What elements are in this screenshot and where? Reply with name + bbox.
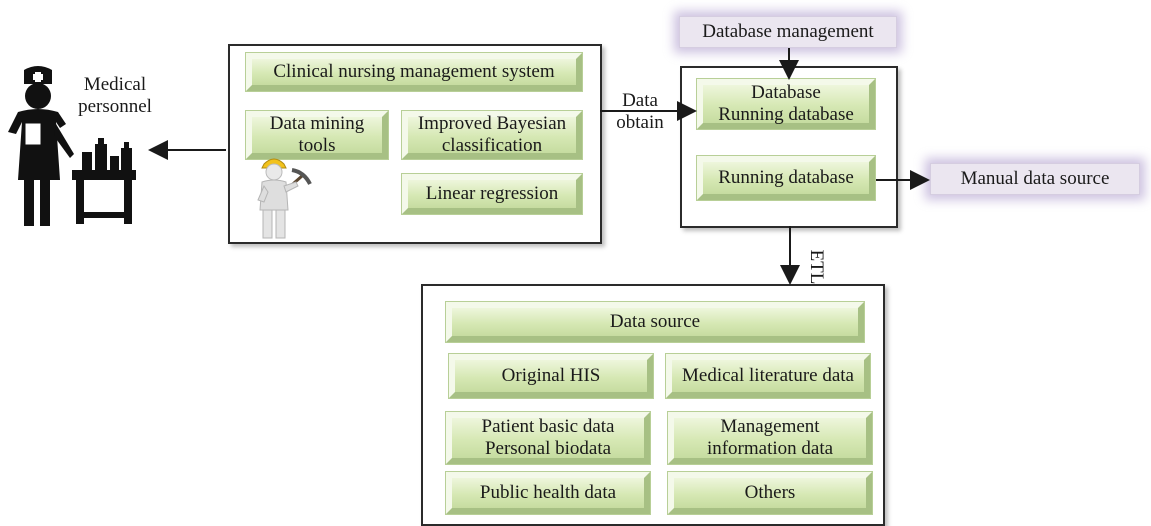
database-management-box: Database management: [679, 16, 897, 48]
management-line2: information data: [706, 438, 834, 459]
original-his-label: Original HIS: [501, 365, 601, 386]
medical-literature-label: Medical literature data: [682, 365, 854, 386]
data-source-title-box: Data source: [446, 302, 864, 342]
medical-personnel-line2: personnel: [78, 96, 152, 117]
public-health-box: Public health data: [446, 472, 650, 514]
database-line2: Running database: [718, 104, 854, 125]
public-health-label: Public health data: [479, 482, 617, 503]
linear-regression-box: Linear regression: [402, 174, 582, 214]
database-line1: Database: [751, 82, 821, 103]
system-title: Clinical nursing management system: [273, 61, 555, 82]
others-label: Others: [744, 482, 796, 503]
database-management-label: Database management: [702, 21, 874, 42]
data-obtain-label: Data obtain: [600, 90, 680, 134]
bayesian-line1: Improved Bayesian: [417, 113, 567, 134]
data-mining-line1: Data mining: [269, 113, 365, 134]
management-line1: Management: [720, 416, 820, 437]
bayesian-line2: classification: [441, 135, 543, 156]
linear-regression-label: Linear regression: [425, 183, 559, 204]
patient-line1: Patient basic data: [481, 416, 615, 437]
others-box: Others: [668, 472, 872, 514]
medical-personnel-line1: Medical: [83, 74, 147, 95]
data-obtain-line1: Data: [622, 90, 658, 111]
medical-literature-box: Medical literature data: [666, 354, 870, 398]
data-mining-line2: tools: [298, 135, 336, 156]
data-source-title: Data source: [609, 311, 701, 332]
miner-with-pickaxe-icon: [248, 152, 318, 242]
system-title-box: Clinical nursing management system: [246, 53, 582, 91]
running-database-label: Running database: [718, 167, 854, 188]
nurse-with-cart-icon: [0, 62, 150, 232]
patient-line2: Personal biodata: [484, 438, 612, 459]
manual-data-source-box: Manual data source: [930, 163, 1140, 195]
original-his-box: Original HIS: [449, 354, 653, 398]
running-database-box: Running database: [697, 156, 875, 200]
medical-personnel-label: Medical personnel: [60, 74, 170, 118]
data-obtain-line2: obtain: [616, 112, 664, 133]
manual-data-source-label: Manual data source: [960, 168, 1110, 189]
